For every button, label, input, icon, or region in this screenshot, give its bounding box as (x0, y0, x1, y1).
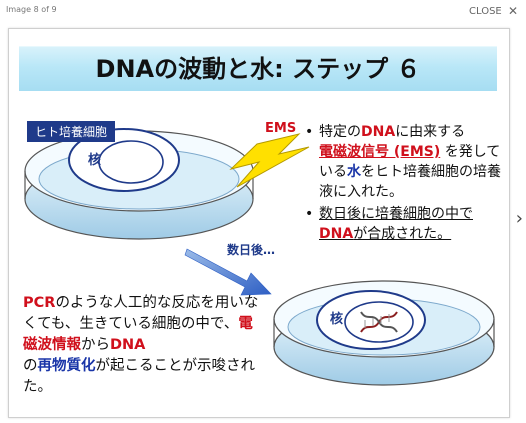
text-run: の (23, 358, 38, 374)
image-counter: Image 8 of 9 (6, 5, 57, 14)
text-run: が起こることが示唆された。 (23, 358, 255, 395)
arrow-down-right-icon (184, 248, 272, 296)
dna-helix-icon (360, 311, 398, 333)
viewer-toolbar: Image 8 of 9 CLOSE ✕ (0, 0, 526, 24)
text-em-info: 電磁波情報 (23, 316, 253, 353)
text-run: を発している (319, 144, 501, 180)
text-dna: DNA (319, 226, 354, 242)
text-run: 特定の (319, 124, 361, 140)
text-run: 数日後に培養細胞の中で (319, 206, 473, 222)
close-label: CLOSE (469, 5, 502, 17)
bullet-list: •特定のDNAに由来する電磁波信号 (EMS) を発している水をヒト培養細胞の培… (305, 122, 505, 246)
chevron-right-icon: › (515, 208, 523, 229)
slide-illustration (24, 128, 495, 386)
bullet-item-1: • 特定のDNAに由来する電磁波信号 (EMS) を発している水をヒト培養細胞の培… (305, 122, 505, 202)
text-run: から (81, 337, 110, 353)
conclusion-text: PCRのような人工的な反応を用いなくても、生きている細胞の中で、電磁波情報からD… (23, 293, 263, 398)
bullet-dot: • (305, 206, 314, 222)
title-banner: DNAの波動と水: ステップ ６ (19, 46, 497, 91)
text-rematerialization: 再物質化 (37, 358, 96, 374)
close-icon: ✕ (507, 4, 518, 18)
nucleus-label-bottom: 核 (330, 312, 344, 327)
lightning-bolt-icon (229, 133, 310, 188)
text-water: 水 (347, 164, 361, 180)
slide-image: DNAの波動と水: ステップ ６ (8, 28, 510, 418)
nucleus-label-top: 核 (88, 153, 102, 168)
text-run: のような人工的な反応を用いなくても、生きている細胞の中で、 (23, 295, 259, 332)
bullet-item-2: • 数日後に培養細胞の中で DNAが合成された。 (305, 204, 505, 244)
text-run: が合成された。 (353, 226, 452, 242)
days-later-label: 数日後… (227, 243, 276, 257)
cell-culture-label: ヒト培養細胞 (27, 121, 116, 142)
text-dna: DNA (110, 337, 146, 353)
text-run: をヒト培養細胞の培養液に入れた。 (319, 164, 501, 200)
text-dna: DNA (361, 124, 396, 140)
bullet-dot: • (305, 124, 314, 140)
text-ems: 電磁波信号 (EMS) (319, 144, 441, 160)
text-pcr: PCR (23, 295, 56, 311)
ems-label: EMS (265, 121, 297, 136)
cell-top (68, 128, 180, 192)
slide-title: DNAの波動と水: ステップ ６ (95, 55, 421, 83)
text-run: に由来する (395, 124, 466, 140)
next-image-button[interactable]: › (516, 208, 523, 229)
close-button[interactable]: CLOSE ✕ (469, 4, 518, 18)
